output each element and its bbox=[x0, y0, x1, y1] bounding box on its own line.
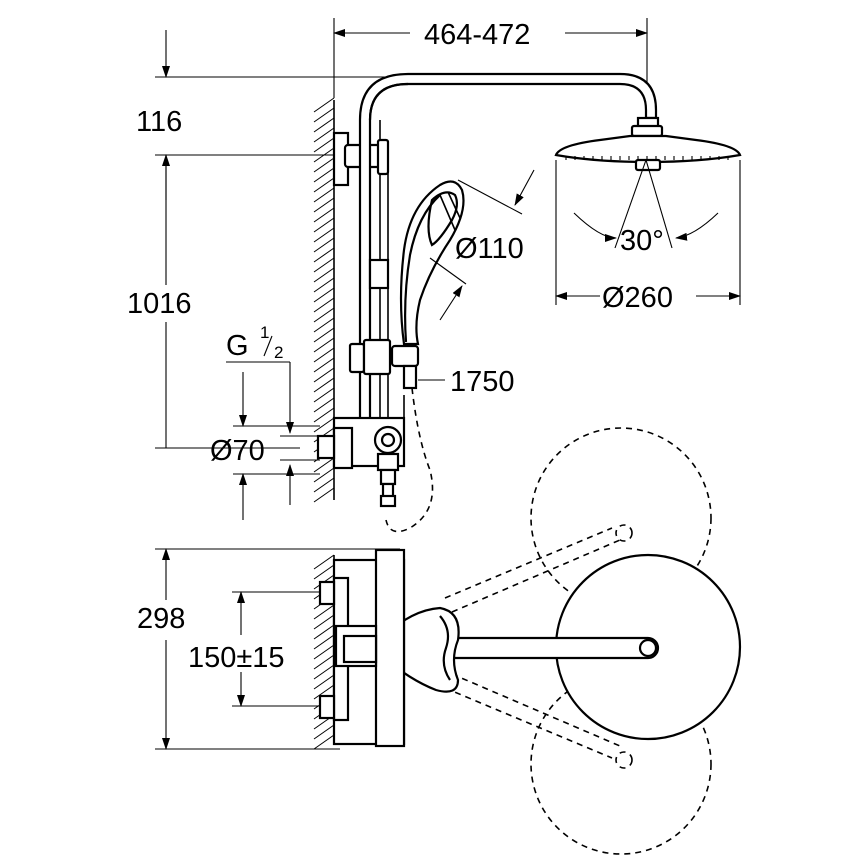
shower-plan-view bbox=[318, 427, 742, 855]
tilt-angle-dimension: 30° bbox=[573, 159, 719, 257]
thread-numerator-label: 1 bbox=[260, 323, 269, 342]
wall-hatch-line bbox=[313, 724, 335, 740]
wall-hatch-line bbox=[313, 307, 335, 323]
wall-hatch-line bbox=[313, 237, 335, 253]
wall-hatch-line bbox=[313, 277, 335, 293]
thread-prefix-label: G bbox=[226, 330, 249, 362]
wall-hatch-line bbox=[313, 734, 335, 750]
head-diameter-dimension: Ø260 bbox=[555, 160, 741, 314]
head-diameter-label: Ø260 bbox=[602, 282, 673, 314]
shower-column-side-view bbox=[316, 72, 742, 533]
wall-hatch-line bbox=[313, 614, 335, 630]
wall-hatch-line bbox=[313, 167, 335, 183]
mixer-depth-label: 298 bbox=[137, 603, 185, 635]
inlet-diameter-label: Ø70 bbox=[210, 435, 265, 467]
inlet-spacing-label: 150±15 bbox=[188, 642, 285, 674]
wall-hatch-line bbox=[313, 217, 335, 233]
wall-hatch-line bbox=[313, 634, 335, 650]
inlet-thread-dimension: G 1 2 bbox=[226, 323, 320, 505]
wall-hatch-line bbox=[313, 387, 335, 403]
wall-hatch-line bbox=[313, 317, 335, 333]
inlet-spacing-dimension: 150±15 bbox=[188, 591, 320, 707]
wall-hatch-line bbox=[313, 97, 335, 113]
hose-length-label: 1750 bbox=[450, 366, 515, 398]
wall-hatch-line bbox=[313, 604, 335, 620]
wall-hatch-line bbox=[313, 127, 335, 143]
wall-hatch-line bbox=[313, 117, 335, 133]
wall-hatch-line bbox=[313, 477, 335, 493]
wall-hatch-line bbox=[313, 684, 335, 700]
wall-hatch-line bbox=[313, 137, 335, 153]
wall-hatch-line bbox=[313, 157, 335, 173]
wall-hatch-line bbox=[313, 227, 335, 243]
thread-denominator-label: 2 bbox=[274, 343, 283, 362]
wall-hatch-line bbox=[313, 337, 335, 353]
wall-hatch-line bbox=[313, 397, 335, 413]
hose-length-dimension: 1750 bbox=[418, 366, 515, 398]
wall-hatch-line bbox=[313, 197, 335, 213]
wall-hatch-line bbox=[313, 367, 335, 383]
wall-hatch-line bbox=[313, 327, 335, 343]
wall-hatch-line bbox=[313, 664, 335, 680]
wall-hatch-line bbox=[313, 564, 335, 580]
wall-hatch-line bbox=[313, 247, 335, 263]
wall-hatch-line bbox=[313, 297, 335, 313]
wall-hatch-line bbox=[313, 287, 335, 303]
wall-hatch-line bbox=[313, 457, 335, 473]
wall-hatch-line bbox=[313, 347, 335, 363]
wall-hatch-line bbox=[313, 467, 335, 483]
wall-hatch-line bbox=[313, 377, 335, 393]
wall-hatch-line bbox=[313, 624, 335, 640]
rail-height-dimension: 1016 bbox=[127, 160, 300, 449]
overall-width-dimension: 464-472 bbox=[333, 18, 648, 110]
wall-hatch-line bbox=[313, 257, 335, 273]
wall-hatch-line bbox=[313, 357, 335, 373]
wall-hatch-line bbox=[313, 674, 335, 690]
hand-shower-diameter-dimension: Ø110 bbox=[429, 169, 535, 321]
wall-hatch-line bbox=[313, 107, 335, 123]
wall-hatch-line bbox=[313, 187, 335, 203]
hand-shower-diameter-label: Ø110 bbox=[455, 233, 524, 265]
wall-hatch-line bbox=[313, 644, 335, 660]
head-offset-label: 116 bbox=[136, 106, 182, 138]
inlet-diameter-dimension: Ø70 bbox=[210, 372, 320, 520]
wall-hatch-line bbox=[313, 417, 335, 433]
wall-hatch-line bbox=[313, 554, 335, 570]
tilt-angle-label: 30° bbox=[620, 225, 664, 257]
rail-height-label: 1016 bbox=[127, 288, 192, 320]
mixer-depth-dimension: 298 bbox=[137, 548, 400, 750]
wall-hatch-line bbox=[313, 207, 335, 223]
overall-width-label: 464-472 bbox=[424, 19, 530, 51]
wall-hatch-line bbox=[313, 407, 335, 423]
wall-hatch-line bbox=[313, 654, 335, 670]
head-offset-dimension: 116 bbox=[136, 30, 390, 200]
wall-hatch-line bbox=[313, 487, 335, 503]
wall-hatch-line bbox=[313, 177, 335, 193]
wall-hatch-line bbox=[313, 267, 335, 283]
